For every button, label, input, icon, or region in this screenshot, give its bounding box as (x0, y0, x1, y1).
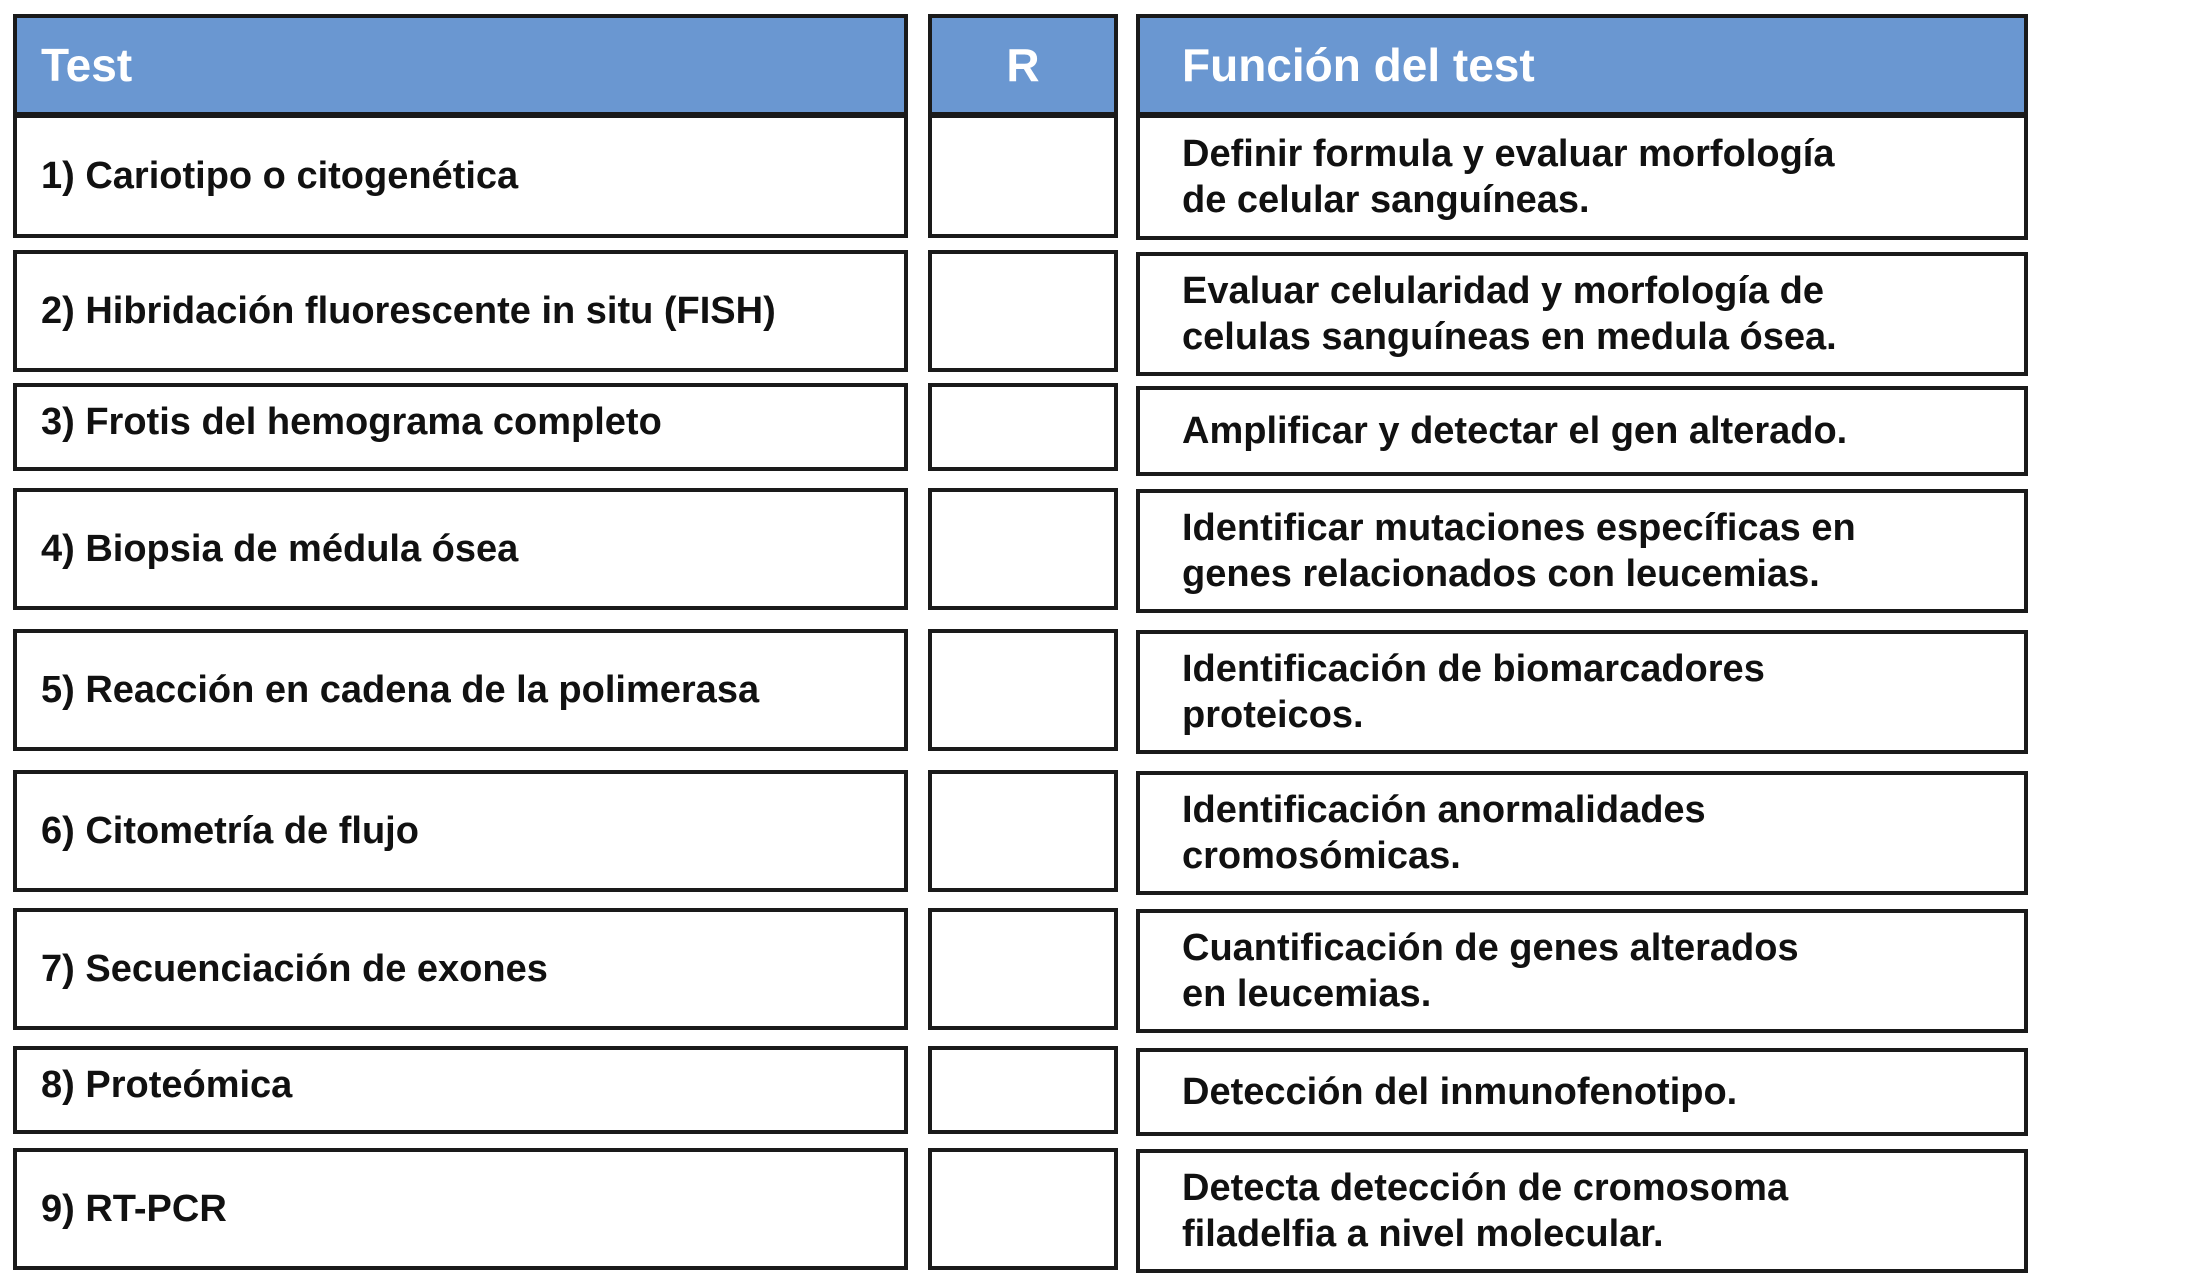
header-test: Test (13, 14, 908, 116)
test-label: 7) Secuenciación de exones (41, 948, 548, 990)
function-cell-5: Identificación de biomarcadores proteico… (1136, 630, 2028, 754)
function-text: Amplificar y detectar el gen alterado. (1182, 410, 1848, 452)
test-label: 4) Biopsia de médula ósea (41, 528, 519, 570)
test-cell-6: 6) Citometría de flujo (13, 770, 908, 892)
function-cell-2: Evaluar celularidad y morfología de celu… (1136, 252, 2028, 376)
answer-box-5[interactable] (928, 629, 1118, 751)
function-text: Identificación anormalidades cromosómica… (1182, 789, 1706, 877)
function-text: Detección del inmunofenotipo. (1182, 1071, 1738, 1113)
answer-box-1[interactable] (928, 114, 1118, 238)
function-cell-6: Identificación anormalidades cromosómica… (1136, 771, 2028, 895)
test-label: 1) Cariotipo o citogenética (41, 155, 519, 197)
test-cell-7: 7) Secuenciación de exones (13, 908, 908, 1030)
test-label: 3) Frotis del hemograma completo (41, 401, 662, 443)
function-cell-7: Cuantificación de genes alterados en leu… (1136, 909, 2028, 1033)
function-text: Evaluar celularidad y morfología de celu… (1182, 270, 1837, 358)
answer-box-3[interactable] (928, 383, 1118, 471)
answer-box-6[interactable] (928, 770, 1118, 892)
answer-box-2[interactable] (928, 250, 1118, 372)
function-text: Detecta detección de cromosoma filadelfi… (1182, 1167, 1789, 1255)
function-cell-4: Identificar mutaciones específicas en ge… (1136, 489, 2028, 613)
header-r: R (928, 14, 1118, 116)
test-label: 5) Reacción en cadena de la polimerasa (41, 669, 760, 711)
function-text: Definir formula y evaluar morfología de … (1182, 133, 1835, 221)
answer-box-9[interactable] (928, 1148, 1118, 1270)
function-cell-3: Amplificar y detectar el gen alterado. (1136, 386, 2028, 476)
function-text: Identificación de biomarcadores proteico… (1182, 648, 1765, 736)
function-text: Cuantificación de genes alterados en leu… (1182, 927, 1799, 1015)
test-label: 2) Hibridación fluorescente in situ (FIS… (41, 290, 776, 332)
answer-box-4[interactable] (928, 488, 1118, 610)
header-function-label: Función del test (1182, 39, 1535, 91)
test-label: 6) Citometría de flujo (41, 810, 419, 852)
header-function: Función del test (1136, 14, 2028, 116)
test-cell-3: 3) Frotis del hemograma completo (13, 383, 908, 471)
test-cell-8: 8) Proteómica (13, 1046, 908, 1134)
test-label: 8) Proteómica (41, 1064, 293, 1106)
test-cell-2: 2) Hibridación fluorescente in situ (FIS… (13, 250, 908, 372)
answer-box-8[interactable] (928, 1046, 1118, 1134)
test-cell-1: 1) Cariotipo o citogenética (13, 114, 908, 238)
test-cell-5: 5) Reacción en cadena de la polimerasa (13, 629, 908, 751)
test-cell-4: 4) Biopsia de médula ósea (13, 488, 908, 610)
test-label: 9) RT-PCR (41, 1188, 227, 1230)
function-cell-8: Detección del inmunofenotipo. (1136, 1048, 2028, 1136)
answer-box-7[interactable] (928, 908, 1118, 1030)
test-cell-9: 9) RT-PCR (13, 1148, 908, 1270)
function-cell-1: Definir formula y evaluar morfología de … (1136, 114, 2028, 240)
function-text: Identificar mutaciones específicas en ge… (1182, 507, 1856, 595)
function-cell-9: Detecta detección de cromosoma filadelfi… (1136, 1149, 2028, 1273)
header-r-label: R (1006, 39, 1040, 91)
header-test-label: Test (41, 39, 133, 91)
